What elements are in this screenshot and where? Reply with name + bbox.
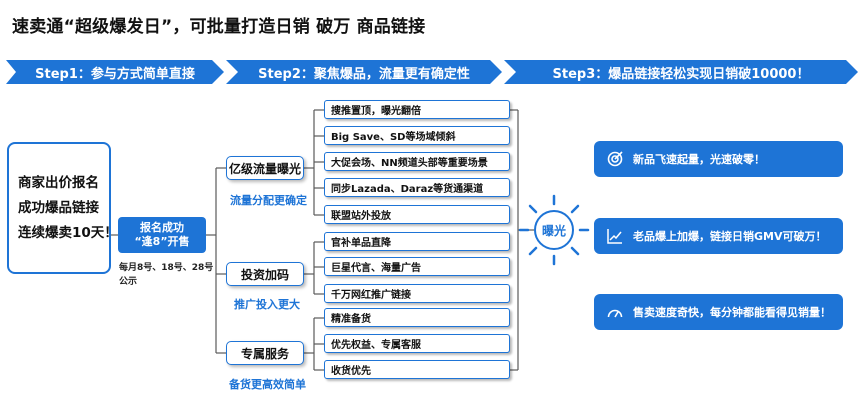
- sun-rays: [518, 194, 590, 266]
- merchant-line-3: 连续爆卖10天！: [18, 224, 118, 241]
- step-2-banner: Step2：聚焦爆品，流量更有确定性: [226, 60, 502, 84]
- merchant-line-2: 成功爆品链接: [18, 199, 99, 216]
- list-item: 巨星代言、海量广告: [324, 257, 510, 276]
- exposure-circle: 曝光: [534, 210, 574, 250]
- speedometer-icon: [607, 309, 623, 318]
- list-item: 同步Lazada、Daraz等货通渠道: [324, 178, 510, 197]
- signup-line-1: 报名成功: [140, 221, 184, 234]
- list-item: 精准备货: [324, 308, 510, 327]
- list-item: 联盟站外投放: [324, 205, 510, 224]
- list-item: 收货优先: [324, 360, 510, 379]
- list-item: 千万网红推广链接: [324, 284, 510, 303]
- step-1-banner: Step1：参与方式简单直接: [6, 60, 224, 84]
- result-new-products: 新品飞速起量，光速破零！: [594, 141, 843, 177]
- merchant-line-1: 商家出价报名: [18, 174, 99, 191]
- result-label: 新品飞速起量，光速破零！: [633, 153, 765, 166]
- merchant-box: 商家出价报名 成功爆品链接 连续爆卖10天！: [7, 142, 118, 274]
- signup-dates-note: 每月8号、18号、28号公示: [119, 263, 214, 287]
- step-3-banner: Step3：爆品链接轻松实现日销破10000！: [504, 60, 858, 84]
- category-exclusive-service: 专属服务: [226, 341, 304, 365]
- category-investment-note: 推广投入更大: [234, 298, 300, 311]
- result-label: 售卖速度奇快，每分钟都能看得见销量！: [633, 306, 831, 319]
- category-investment: 投资加码: [226, 262, 304, 286]
- category-service-note: 备货更高效简单: [229, 378, 306, 391]
- signup-line-2: “逢8”开售: [134, 235, 190, 248]
- result-sales-speed: 售卖速度奇快，每分钟都能看得见销量！: [594, 294, 843, 330]
- signup-success-box: 报名成功 “逢8”开售: [118, 217, 206, 253]
- trend-chart-icon: [607, 229, 622, 244]
- category-traffic-exposure: 亿级流量曝光: [226, 156, 304, 180]
- list-item: 优先权益、专属客服: [324, 334, 510, 353]
- page-title: 速卖通“超级爆发日”，可批量打造日销 破万 商品链接: [12, 17, 426, 37]
- category-traffic-note: 流量分配更确定: [230, 194, 307, 207]
- list-item: 大促会场、NN频道头部等重要场景: [324, 152, 510, 171]
- target-icon: [607, 151, 623, 167]
- list-item: 搜推置顶，曝光翻倍: [324, 100, 510, 119]
- result-old-products: 老品爆上加爆，链接日销GMV可破万！: [594, 218, 843, 254]
- result-label: 老品爆上加爆，链接日销GMV可破万！: [633, 230, 827, 243]
- list-item: Big Save、SD等场域倾斜: [324, 126, 510, 145]
- list-item: 官补单品直降: [324, 232, 510, 251]
